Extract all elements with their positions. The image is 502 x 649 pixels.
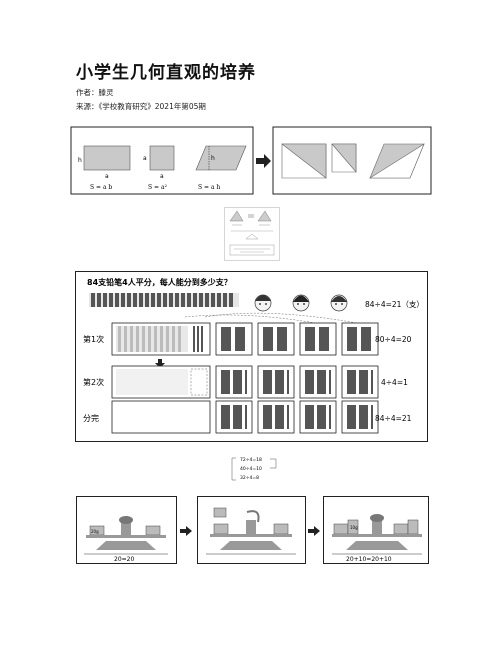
figure-division-note: 72÷4=18 40÷4=10 32÷4=8 (231, 457, 277, 481)
scale-panel-1: 20g 20=20 (76, 496, 177, 564)
arrow-right-icon-3 (308, 526, 320, 536)
rectangle-shape (83, 145, 131, 171)
equation-row2: 4÷4=1 (381, 378, 408, 387)
arrow-right-icon (256, 154, 271, 168)
child-face-icon-3 (330, 294, 348, 312)
scale-label-3: 20+10=20+10 (346, 556, 392, 563)
pencil-bundle-top (89, 293, 239, 307)
square-a-label: a (160, 173, 164, 180)
weight-20g-1: 20g (91, 529, 99, 534)
pencil-question: 84支铅笔4人平分，每人能分到多少支？ (87, 277, 232, 287)
scale-panel-2 (197, 496, 306, 564)
figure-area-formulas: h a S = a b a a S = a² h S = a h (70, 126, 432, 195)
scale-label-1: 20=20 (114, 556, 134, 563)
child-face-icon-1 (254, 294, 272, 312)
row2-label: 第2次 (83, 377, 104, 387)
equation-row1: 80÷4=20 (375, 335, 412, 344)
square-a-side-label: a (143, 155, 147, 162)
equation-row3: 84÷4=21 (375, 414, 412, 423)
equation-top: 84÷4=21（支） (365, 299, 424, 309)
arrow-down-icon-1 (155, 359, 165, 368)
row1-label: 第1次 (83, 334, 104, 344)
formula-parallelogram: S = a h (198, 184, 220, 191)
note-line-1: 72÷4=18 (240, 457, 262, 463)
figure-balance-scales: 20g 20=20 10g 20+10=20+10 (76, 496, 429, 564)
rect-h-label: h (78, 157, 82, 164)
author-line: 作者：滕灵 (76, 88, 114, 97)
formula-square: S = a² (148, 184, 168, 191)
parallelogram-h-label: h (211, 155, 215, 162)
child-face-icon-2 (292, 294, 310, 312)
triangle-split-1 (281, 143, 327, 179)
scale-panel-3: 10g 20+10=20+10 (323, 496, 429, 564)
arrow-right-icon-2 (180, 526, 192, 536)
row3-label: 分完 (83, 413, 99, 423)
source-line: 来源：《学校教育研究》2021年第05期 (76, 102, 206, 111)
note-line-2: 40÷4=10 (240, 466, 262, 472)
weight-10g-1: 10g (350, 525, 358, 530)
figure-triangle-diagram (224, 207, 280, 261)
figure-pencil-division: 84支铅笔4人平分，每人能分到多少支？ (75, 271, 428, 442)
article-title: 小学生几何直观的培养 (76, 63, 256, 83)
triangle-split-2 (331, 143, 357, 173)
parallelogram-shape (195, 145, 247, 171)
triangle-split-3 (368, 143, 425, 179)
square-shape (149, 145, 175, 171)
formula-rectangle: S = a b (90, 184, 112, 191)
rect-a-label: a (105, 173, 109, 180)
note-line-3: 32÷4=8 (240, 475, 259, 481)
row3-source-box (111, 400, 211, 434)
